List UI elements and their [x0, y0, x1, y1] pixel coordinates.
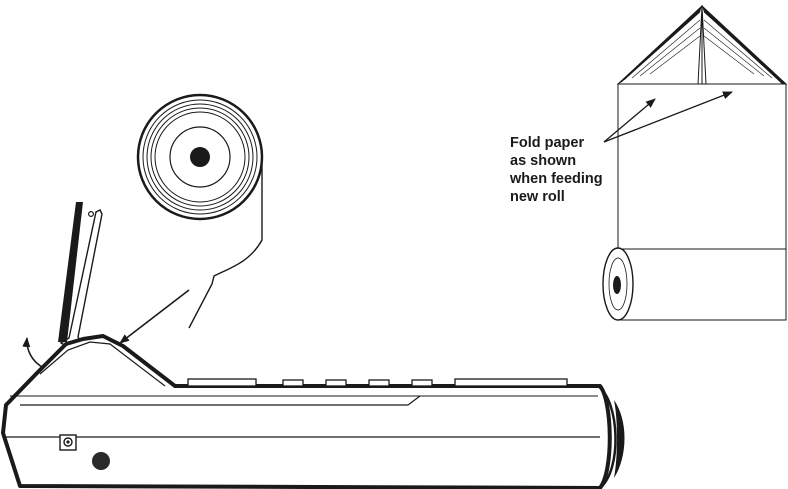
printer-body — [1, 334, 625, 489]
power-jack[interactable] — [59, 434, 77, 451]
fold-instruction-line-3: when feeding — [509, 171, 603, 187]
paper-roll — [136, 93, 264, 329]
lid-hinge-screw — [87, 211, 94, 218]
folded-paper-illustration — [602, 4, 788, 321]
roll-core — [190, 147, 210, 167]
printer-top-buttons[interactable] — [187, 378, 568, 387]
lift-arrow — [22, 337, 45, 369]
fold-instruction-line-2: as shown — [510, 153, 576, 169]
printer-lid[interactable] — [58, 202, 103, 351]
fold-instruction-line-4: new roll — [510, 189, 565, 205]
end-cap-dark — [614, 400, 625, 478]
paper-web — [188, 165, 263, 329]
front-round-button[interactable] — [92, 452, 110, 470]
fold-instruction: Fold paper as shown when feeding new rol… — [509, 135, 607, 205]
feed-arrow — [119, 289, 190, 344]
fold-pointer-right — [603, 91, 733, 143]
fold-pointer-left — [603, 98, 656, 143]
fold-instruction-line-1: Fold paper — [510, 135, 584, 151]
